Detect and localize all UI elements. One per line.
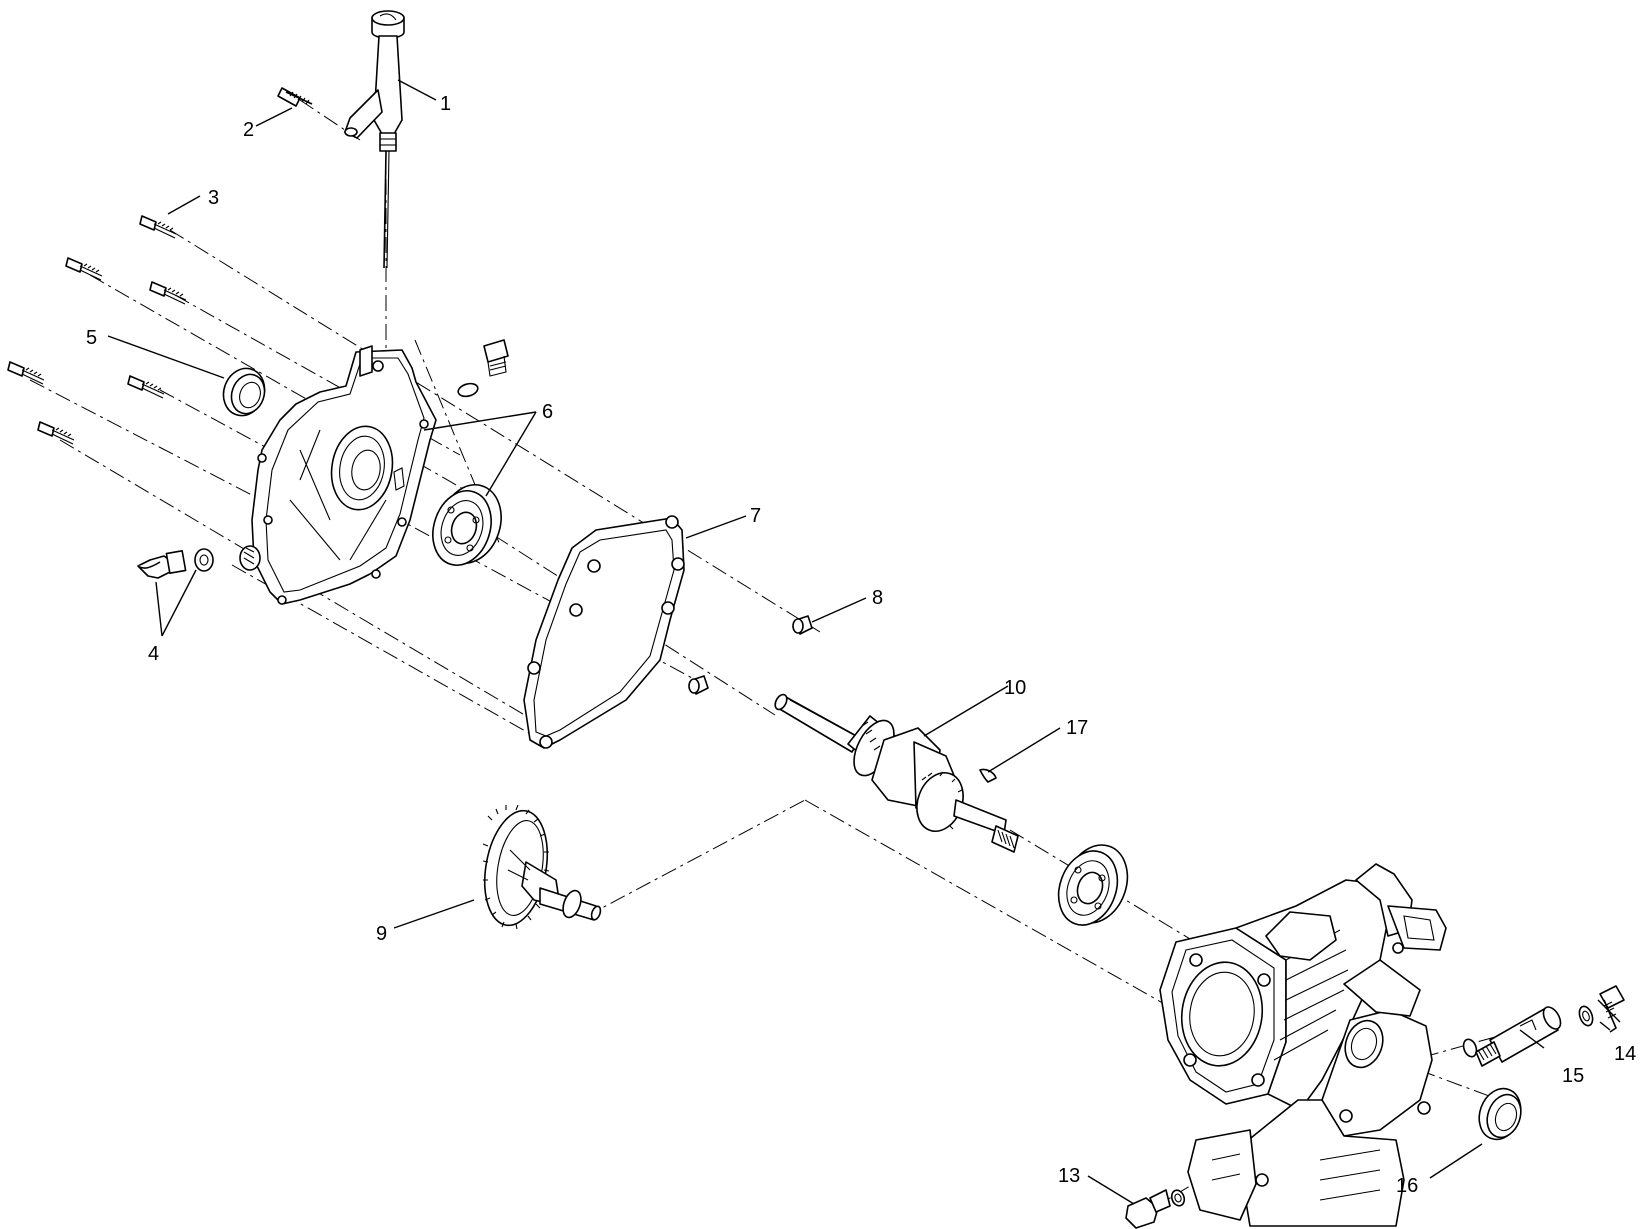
bolt xyxy=(139,215,177,239)
governor-bolt-14 xyxy=(1578,985,1625,1033)
bolt-2 xyxy=(277,87,313,107)
crankcase-cover xyxy=(251,345,437,605)
oil-seal-16 xyxy=(1478,1087,1522,1141)
bolt xyxy=(149,281,187,305)
bolt xyxy=(127,375,165,399)
callout-1: 1 xyxy=(440,93,451,115)
ball-bearing-6 xyxy=(432,484,502,566)
callout-5: 5 xyxy=(86,327,97,349)
crankshaft-10 xyxy=(774,693,1019,853)
crankcase-cover-bolts xyxy=(7,215,187,445)
callout-8: 8 xyxy=(872,587,883,609)
drain-plug-4 xyxy=(137,545,261,579)
drain-plug-13 xyxy=(1125,1189,1186,1229)
oil-fill-plug xyxy=(457,339,509,398)
callout-2: 2 xyxy=(243,119,254,141)
callout-16: 16 xyxy=(1396,1175,1418,1197)
callout-14: 14 xyxy=(1614,1043,1636,1065)
callout-3: 3 xyxy=(208,187,219,209)
camshaft-9 xyxy=(482,804,602,930)
leader-lines xyxy=(107,79,1621,1205)
main-bearing xyxy=(1057,844,1129,926)
callout-15: 15 xyxy=(1562,1065,1584,1087)
callout-13: 13 xyxy=(1058,1165,1080,1187)
gasket-7 xyxy=(523,515,685,749)
callout-4: 4 xyxy=(148,643,159,665)
dowel-pin-8 xyxy=(792,615,813,635)
bolt xyxy=(65,257,103,281)
bolt xyxy=(37,421,75,445)
callout-labels: 1 2 3 4 5 6 7 8 9 10 13 14 15 16 17 xyxy=(86,93,1636,1197)
woodruff-key-17 xyxy=(979,768,997,783)
callout-7: 7 xyxy=(750,505,761,527)
callout-10: 10 xyxy=(1004,677,1026,699)
engine-block xyxy=(1159,863,1447,1227)
callout-9: 9 xyxy=(376,923,387,945)
bolt xyxy=(7,361,45,385)
dipstick xyxy=(344,10,405,269)
oil-seal-5 xyxy=(222,367,266,417)
dowel-pin xyxy=(688,675,709,695)
callout-17: 17 xyxy=(1066,717,1088,739)
governor-assembly-15 xyxy=(1462,1006,1562,1067)
callout-6: 6 xyxy=(542,401,553,423)
